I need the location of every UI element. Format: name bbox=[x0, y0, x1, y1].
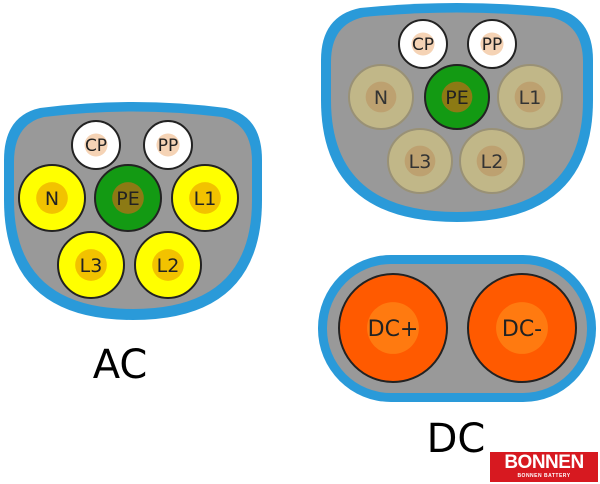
ac-pe-pin-label: PE bbox=[116, 188, 139, 210]
dc-pp-pin: PP bbox=[467, 19, 517, 69]
ac-l1-pin-core bbox=[189, 182, 221, 214]
dc-label: DC bbox=[427, 416, 486, 462]
dc-l1-pin-core bbox=[514, 81, 546, 113]
ac-l1-pin: L1 bbox=[171, 164, 239, 232]
dc-minus-pin-label: DC- bbox=[502, 317, 542, 342]
ac-n-pin-core bbox=[36, 182, 68, 214]
dc-cp-pin-label: CP bbox=[412, 35, 434, 55]
ac-l2-pin-label: L2 bbox=[157, 255, 180, 277]
ac-pe-pin-core bbox=[112, 182, 144, 214]
ac-l2-pin-core bbox=[152, 249, 184, 281]
dc-minus-pin: DC- bbox=[467, 273, 577, 383]
ac-cp-pin-label: CP bbox=[85, 136, 107, 156]
ac-l3-pin: L3 bbox=[57, 231, 125, 299]
ac-l3-pin-core bbox=[75, 249, 107, 281]
ac-pp-pin-label: PP bbox=[158, 136, 179, 156]
dc-l2-pin: L2 bbox=[459, 128, 525, 194]
dc-n-pin-core bbox=[365, 81, 397, 113]
dc-pe-pin-label: PE bbox=[445, 87, 468, 109]
dc-plus-pin-core bbox=[367, 302, 419, 354]
dc-l3-pin-core bbox=[404, 145, 436, 177]
dc-cp-pin: CP bbox=[398, 19, 448, 69]
ac-l2-pin: L2 bbox=[134, 231, 202, 299]
dc-pp-pin-label: PP bbox=[482, 35, 503, 55]
ac-label: AC bbox=[93, 342, 148, 388]
dc-l1-pin-label: L1 bbox=[519, 87, 542, 109]
ac-pp-pin: PP bbox=[143, 120, 193, 170]
ac-cp-pin: CP bbox=[71, 120, 121, 170]
dc-n-pin-label: N bbox=[374, 87, 388, 109]
logo-tagline: BONNEN BATTERY bbox=[517, 473, 571, 479]
bonnen-logo: BONNEN BONNEN BATTERY bbox=[490, 452, 598, 482]
ac-l1-pin-label: L1 bbox=[194, 188, 217, 210]
dc-pe-pin-core bbox=[441, 81, 473, 113]
ac-cp-pin-core bbox=[84, 133, 108, 157]
ac-pe-pin: PE bbox=[94, 164, 162, 232]
dc-l2-pin-label: L2 bbox=[481, 151, 504, 173]
dc-l2-pin-core bbox=[476, 145, 508, 177]
ac-pp-pin-core bbox=[156, 133, 180, 157]
dc-cp-pin-core bbox=[411, 32, 435, 56]
dc-minus-pin-core bbox=[496, 302, 548, 354]
dc-l1-pin: L1 bbox=[497, 64, 563, 130]
logo-name: BONNEN bbox=[504, 452, 584, 473]
ac-n-pin: N bbox=[18, 164, 86, 232]
dc-plus-pin: DC+ bbox=[338, 273, 448, 383]
dc-plus-pin-label: DC+ bbox=[368, 317, 419, 342]
ac-n-pin-label: N bbox=[45, 188, 59, 210]
dc-l3-pin-label: L3 bbox=[409, 151, 432, 173]
ac-l3-pin-label: L3 bbox=[80, 255, 103, 277]
dc-pe-pin: PE bbox=[424, 64, 490, 130]
dc-n-pin: N bbox=[348, 64, 414, 130]
dc-l3-pin: L3 bbox=[387, 128, 453, 194]
dc-pp-pin-core bbox=[480, 32, 504, 56]
